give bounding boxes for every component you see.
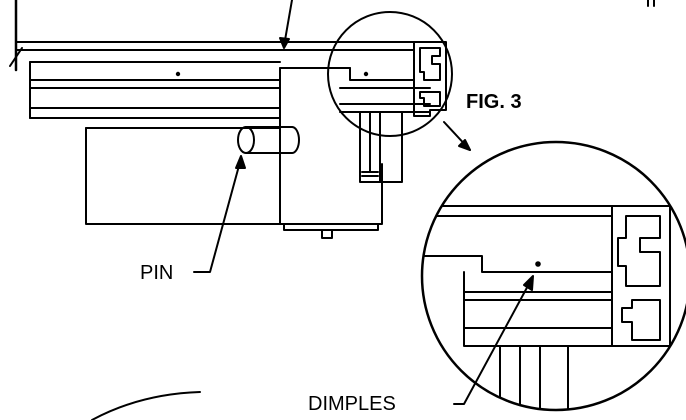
hanger bbox=[359, 111, 403, 183]
figure-label: FIG. 3 bbox=[466, 91, 522, 113]
carriage-block bbox=[279, 67, 383, 239]
detail-arrow bbox=[443, 121, 471, 151]
pin-part bbox=[237, 126, 300, 154]
corner-fragment bbox=[647, 0, 655, 7]
lower-circle-arc bbox=[91, 391, 201, 420]
detail-circle-upper bbox=[327, 11, 453, 137]
pin-leader bbox=[193, 155, 246, 273]
motor-housing bbox=[85, 127, 281, 225]
dimples-callout: DIMPLES bbox=[308, 393, 396, 415]
dimples-leader bbox=[453, 275, 534, 405]
pin-callout: PIN bbox=[140, 262, 174, 284]
enlarged-section bbox=[422, 205, 671, 410]
end-profile bbox=[413, 41, 447, 117]
track-rail bbox=[9, 0, 431, 119]
detail-circle-enlarged bbox=[420, 140, 686, 412]
